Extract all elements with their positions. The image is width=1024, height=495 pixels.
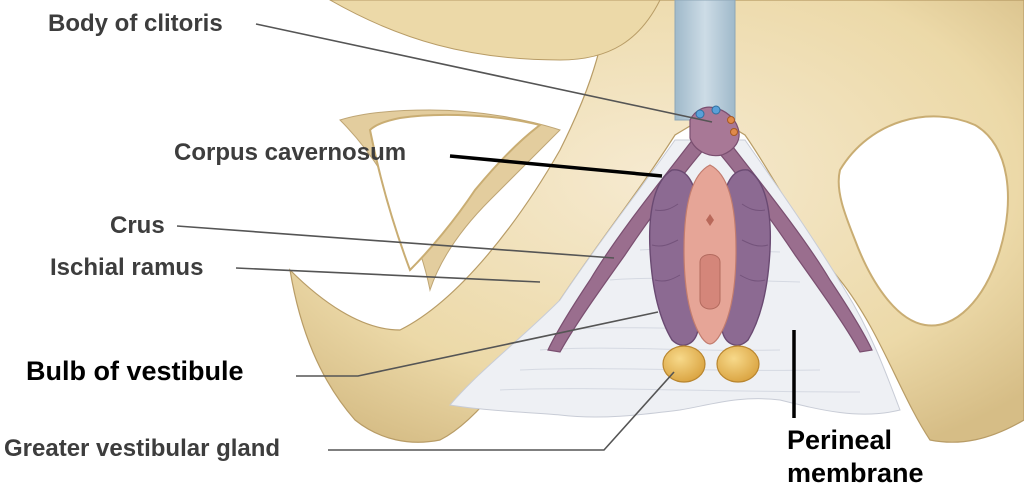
vessel-dot-2 [711,105,721,115]
label-perineal-membrane: Perineal membrane [787,424,924,490]
dorsal-vessel [674,0,736,121]
obturator-foramen-right [837,115,1009,327]
label-perineal-membrane-line2: membrane [787,458,924,488]
bulb-lobulations [651,203,769,282]
leader-bulb-of-vestibule [296,311,659,377]
label-crus: Crus [110,212,165,239]
label-body-of-clitoris: Body of clitoris [48,10,223,37]
right-greater-vestibular-gland [716,345,760,383]
label-perineal-membrane-line1: Perineal [787,425,893,455]
leader-corpus-cavernosum [449,154,663,178]
urethral-opening [706,214,714,226]
leader-body-of-clitoris [255,23,713,123]
obturator-foramen-left [368,113,543,272]
vessel-dot-3 [727,116,735,124]
label-bulb-of-vestibule: Bulb of vestibule [26,356,244,386]
label-greater-vestibular-gland: Greater vestibular gland [4,435,281,462]
left-ischial-ramus [328,0,661,61]
vaginal-opening [699,254,721,310]
leader-ischial-ramus [235,267,541,283]
label-ischial-ramus: Ischial ramus [50,254,204,281]
vessel-dot-1 [695,109,705,119]
pubic-bone [289,0,1024,443]
leader-crus [176,225,615,259]
leader-greater-vestibular-gland [328,371,675,451]
label-corpus-cavernosum: Corpus cavernosum [174,139,407,166]
vessel-dot-4 [730,128,738,136]
